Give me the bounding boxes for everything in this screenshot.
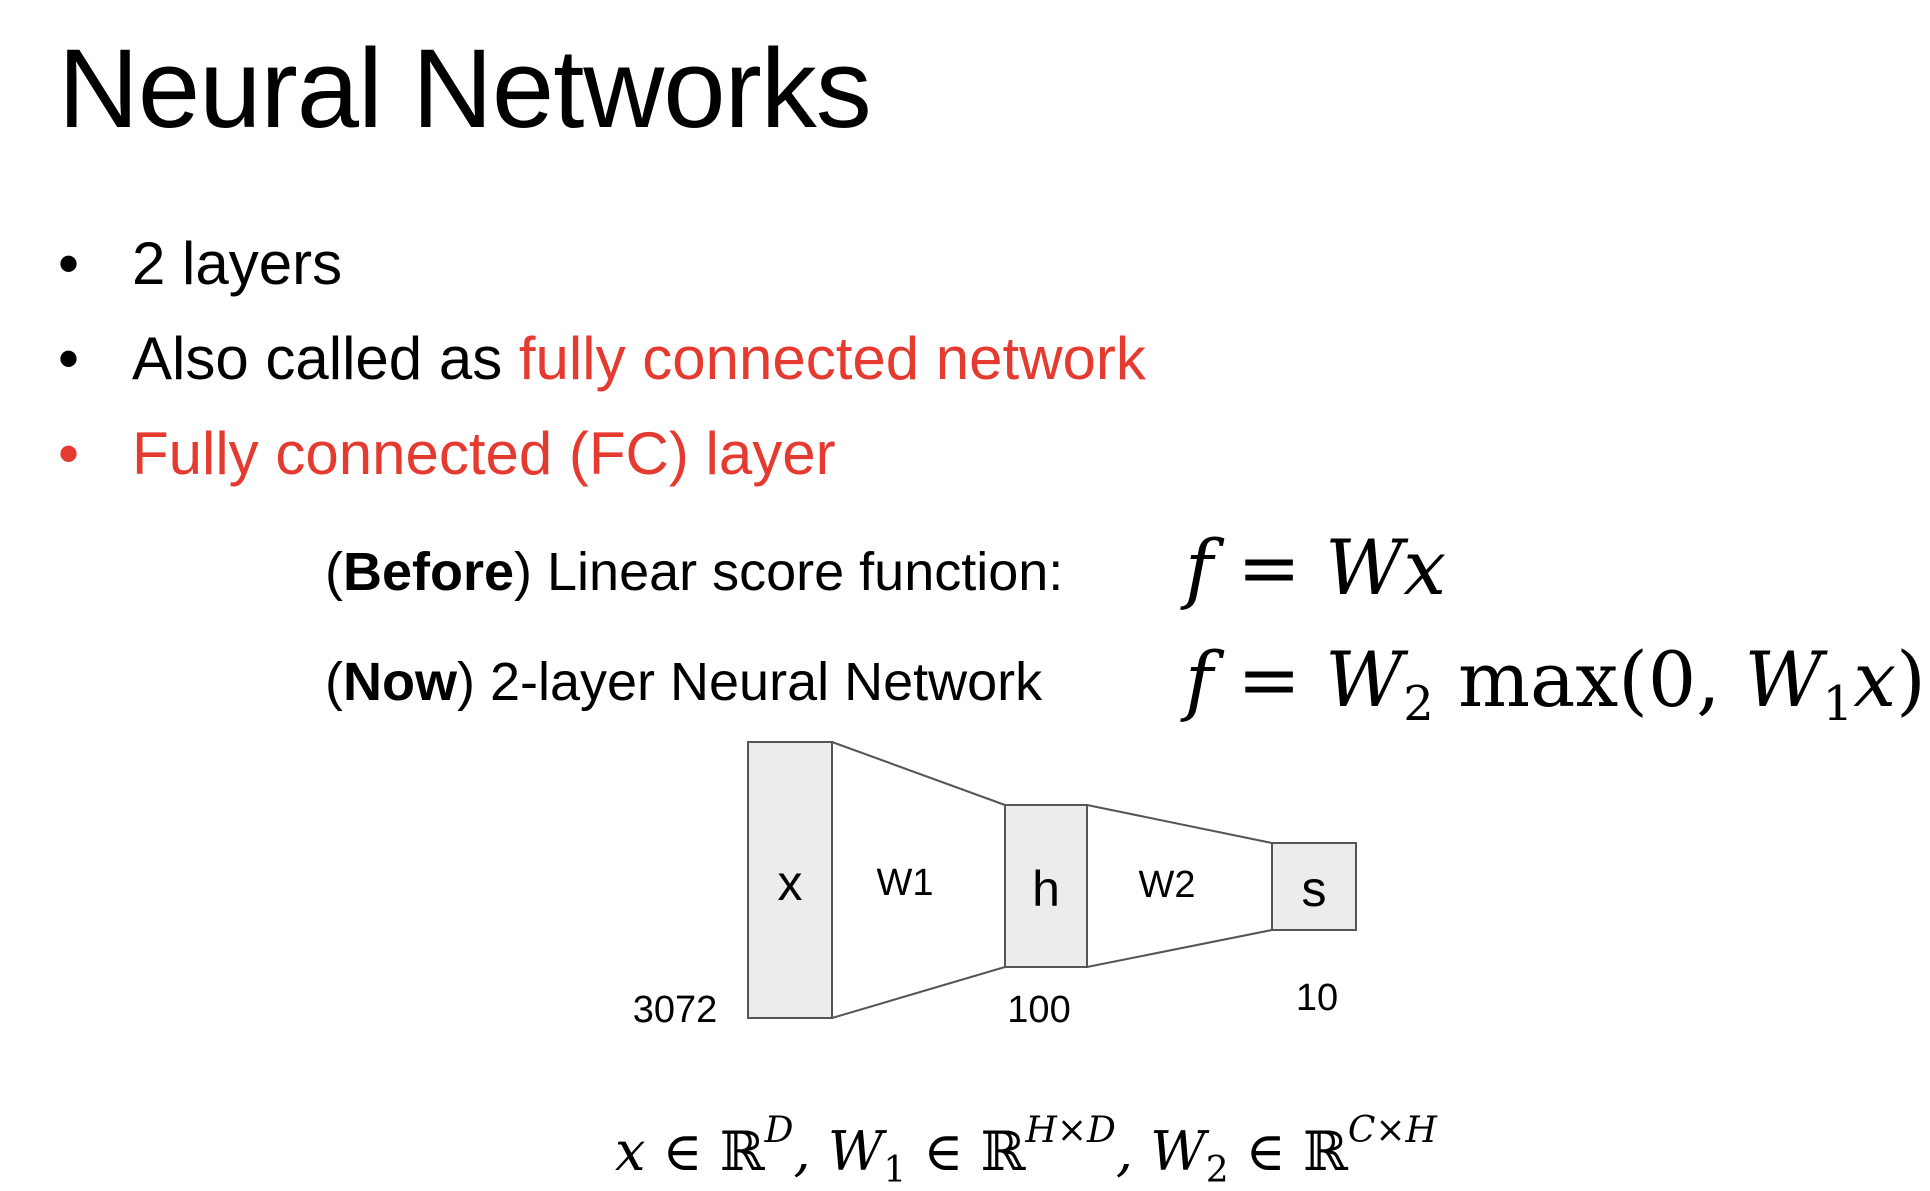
bullet-text: Also called as — [132, 325, 519, 392]
bullet-item: • 2 layers — [58, 228, 342, 300]
before-bold: Before — [342, 542, 515, 602]
node-x-label: x — [778, 855, 803, 911]
bullet-dot: • — [58, 420, 80, 487]
node-x-box — [747, 741, 833, 1019]
bullet-text: 2 layers — [132, 230, 343, 297]
now-label: (Now) 2-layer Neural Network — [325, 652, 1043, 712]
weight-w1-label: W1 — [877, 862, 934, 904]
node-s-box — [1271, 842, 1357, 931]
weight-w2-label: W2 — [1139, 864, 1196, 906]
now-bold: Now — [342, 652, 457, 712]
connector-w2 — [1086, 804, 1273, 968]
bullet-item: • Fully connected (FC) layer — [58, 418, 836, 490]
node-s-label: s — [1302, 861, 1327, 917]
formula-two-layer: f = W2 max(0, W1x) — [1185, 635, 1926, 732]
node-h-box — [1004, 804, 1088, 968]
formula-linear: f = Wx — [1185, 523, 1447, 612]
node-h-label: h — [1032, 861, 1060, 917]
bullet-item: • Also called as fully connected network — [58, 323, 1146, 395]
before-label: (Before) Linear score function: — [325, 542, 1064, 602]
node-x-size: 3072 — [633, 989, 718, 1031]
node-s-size: 10 — [1296, 977, 1338, 1019]
bullet-dot: • — [58, 230, 80, 297]
connector-w1 — [831, 741, 1006, 1019]
domain-formula: x ∈ ℝD, W1 ∈ ℝH×D, W2 ∈ ℝC×H — [615, 1110, 1437, 1191]
bullet-text: Fully connected (FC) layer — [132, 420, 836, 487]
slide-title: Neural Networks — [58, 26, 872, 151]
bullet-highlight: fully connected network — [518, 325, 1146, 392]
node-h-size: 100 — [1007, 989, 1070, 1031]
bullet-dot: • — [58, 325, 80, 392]
